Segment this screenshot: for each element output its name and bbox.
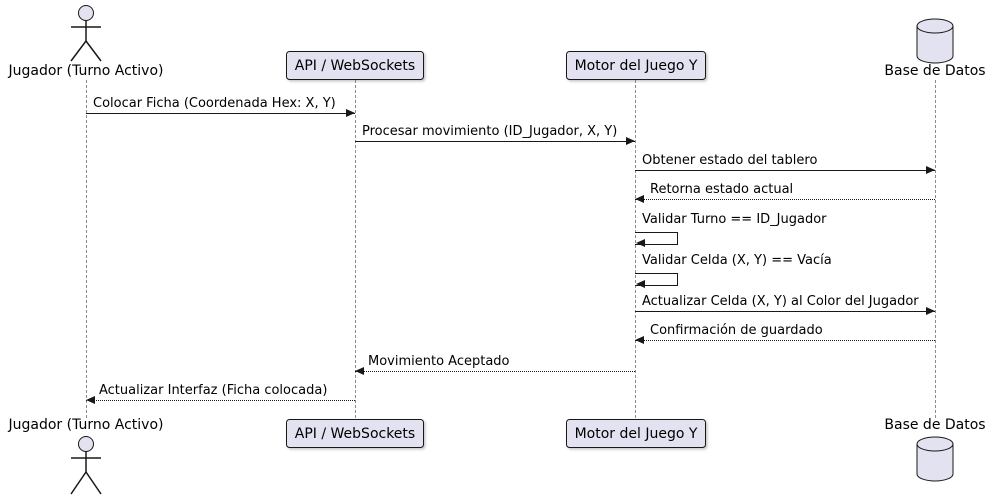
message-label: Procesar movimiento (ID_Jugador, X, Y) <box>362 124 618 139</box>
lifeline-bd <box>935 80 936 418</box>
message-label: Movimiento Aceptado <box>368 354 510 369</box>
message-line <box>355 371 635 372</box>
message-label: Confirmación de guardado <box>650 323 823 338</box>
arrowhead-icon <box>346 109 355 117</box>
participant-label-jugador-bottom: Jugador (Turno Activo) <box>8 417 164 433</box>
database-icon <box>915 17 955 69</box>
participant-label-jugador-top: Jugador (Turno Activo) <box>8 63 164 79</box>
message-line <box>635 311 935 312</box>
message-line <box>86 400 355 401</box>
arrowhead-icon <box>926 166 935 174</box>
arrowhead-icon <box>926 307 935 315</box>
lifeline-motor <box>635 80 636 418</box>
database-icon <box>915 435 955 487</box>
message-label: Validar Turno == ID_Jugador <box>642 212 827 227</box>
participant-box-motor-bottom: Motor del Juego Y <box>566 419 706 448</box>
message-label: Retorna estado actual <box>650 182 794 197</box>
participant-label-bd-bottom: Base de Datos <box>884 417 986 433</box>
lifeline-api <box>355 80 356 418</box>
message-label: Colocar Ficha (Coordenada Hex: X, Y) <box>93 96 336 111</box>
message-line <box>355 141 635 142</box>
participant-box-motor-top: Motor del Juego Y <box>566 51 706 80</box>
participant-box-api-top: API / WebSockets <box>286 51 424 80</box>
arrowhead-icon <box>626 137 635 145</box>
message-line <box>635 199 935 200</box>
participant-box-api-bottom: API / WebSockets <box>286 419 424 448</box>
actor-icon <box>64 434 108 498</box>
lifeline-jugador <box>86 80 87 418</box>
arrowhead-icon <box>635 195 644 203</box>
self-message-loop <box>635 273 678 286</box>
message-label: Validar Celda (X, Y) == Vacía <box>642 253 832 268</box>
arrowhead-icon <box>636 280 645 288</box>
arrowhead-icon <box>635 336 644 344</box>
arrowhead-icon <box>355 367 364 375</box>
message-line <box>86 113 355 114</box>
message-label: Actualizar Celda (X, Y) al Color del Jug… <box>642 294 919 309</box>
participant-label-bd-top: Base de Datos <box>884 63 986 79</box>
message-label: Actualizar Interfaz (Ficha colocada) <box>99 383 328 398</box>
actor-icon <box>64 3 108 67</box>
message-line <box>635 170 935 171</box>
arrowhead-icon <box>636 239 645 247</box>
arrowhead-icon <box>86 396 95 404</box>
message-line <box>635 340 935 341</box>
self-message-loop <box>635 232 678 245</box>
message-label: Obtener estado del tablero <box>642 153 818 168</box>
